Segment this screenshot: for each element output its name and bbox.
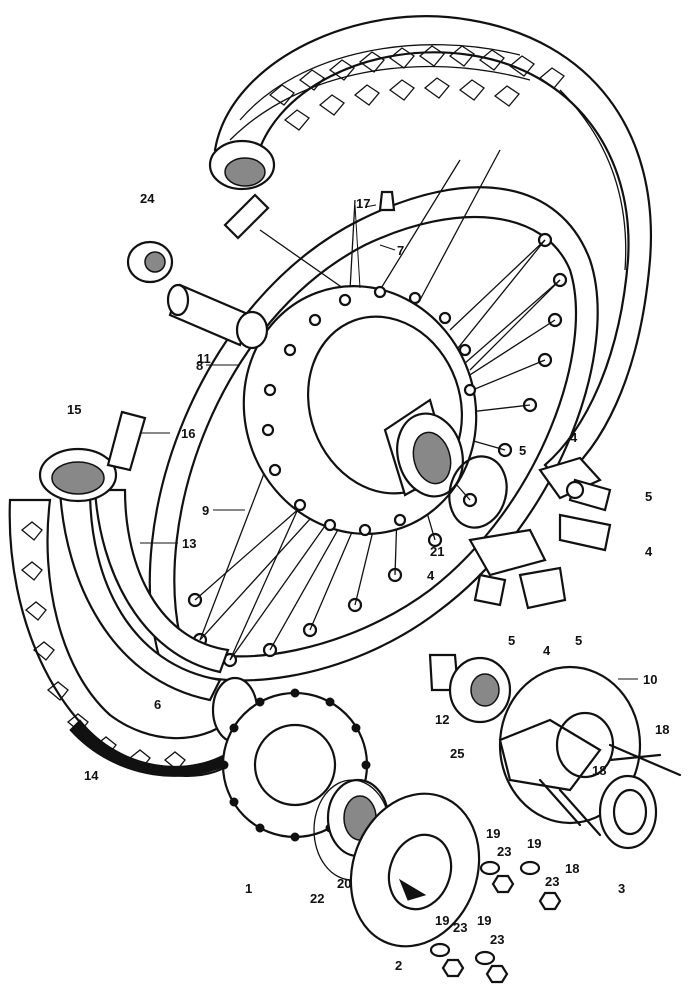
- callout-25: 25: [450, 746, 464, 761]
- callout-23-b: 23: [545, 874, 559, 889]
- tire-upper: [208, 15, 653, 482]
- callout-labels: 1 2 3 4 4 4 4 5 5 5 5 6 7 8 9 10 11 12 1…: [67, 191, 669, 973]
- o-ring-21: [448, 455, 508, 529]
- washers-nuts: [429, 860, 562, 984]
- callout-23-a: 23: [497, 844, 511, 859]
- callout-10: 10: [643, 672, 657, 687]
- bearing-24: [126, 240, 174, 284]
- tire-lower: [8, 498, 247, 777]
- callout-24: 24: [140, 191, 155, 206]
- callout-16: 16: [181, 426, 195, 441]
- stud-bolts: [538, 743, 682, 837]
- callout-21: 21: [430, 544, 444, 559]
- callout-2: 2: [395, 958, 402, 973]
- callout-5-right: 5: [645, 489, 652, 504]
- leader-lines: [140, 204, 638, 680]
- driven-flange: [498, 665, 642, 825]
- callout-4-right: 4: [645, 544, 653, 559]
- callout-11: 11: [197, 351, 211, 366]
- callout-23-c: 23: [453, 920, 467, 935]
- callout-5-bottom-right: 5: [575, 633, 582, 648]
- valve-cap: [378, 190, 396, 212]
- chain-adjuster-right: [538, 456, 612, 552]
- callout-5-top: 5: [519, 443, 526, 458]
- callout-19-b: 19: [527, 836, 541, 851]
- inner-tube: [38, 410, 259, 744]
- callout-8: 8: [196, 358, 203, 373]
- callout-23-d: 23: [490, 932, 504, 947]
- callout-13: 13: [182, 536, 196, 551]
- callout-5-bottom-left: 5: [508, 633, 515, 648]
- callout-6: 6: [154, 697, 161, 712]
- callout-18-mid: 18: [592, 763, 606, 778]
- callout-17: 17: [356, 196, 370, 211]
- callout-15: 15: [67, 402, 81, 417]
- callout-18-bottom: 18: [565, 861, 579, 876]
- callout-4-bottom: 4: [543, 643, 551, 658]
- brake-panel: [349, 792, 481, 948]
- callout-19-c: 19: [435, 913, 449, 928]
- callout-19-a: 19: [486, 826, 500, 841]
- spacer-11: [166, 283, 269, 350]
- callout-3: 3: [618, 881, 625, 896]
- callout-20: 20: [337, 876, 351, 891]
- callout-19-d: 19: [477, 913, 491, 928]
- callout-9: 9: [202, 503, 209, 518]
- callout-14: 14: [84, 768, 99, 783]
- callout-7: 7: [397, 243, 404, 258]
- callout-4-mid: 4: [427, 568, 435, 583]
- bearing-25: [448, 656, 512, 724]
- callout-12: 12: [435, 712, 449, 727]
- wheel-hub: [242, 285, 478, 537]
- chain-adjuster-left: [468, 528, 567, 610]
- callout-1: 1: [245, 881, 252, 896]
- callout-18-right: 18: [655, 722, 669, 737]
- callout-22: 22: [310, 891, 324, 906]
- flange-ring: [598, 774, 658, 850]
- callout-4-top: 4: [570, 430, 578, 445]
